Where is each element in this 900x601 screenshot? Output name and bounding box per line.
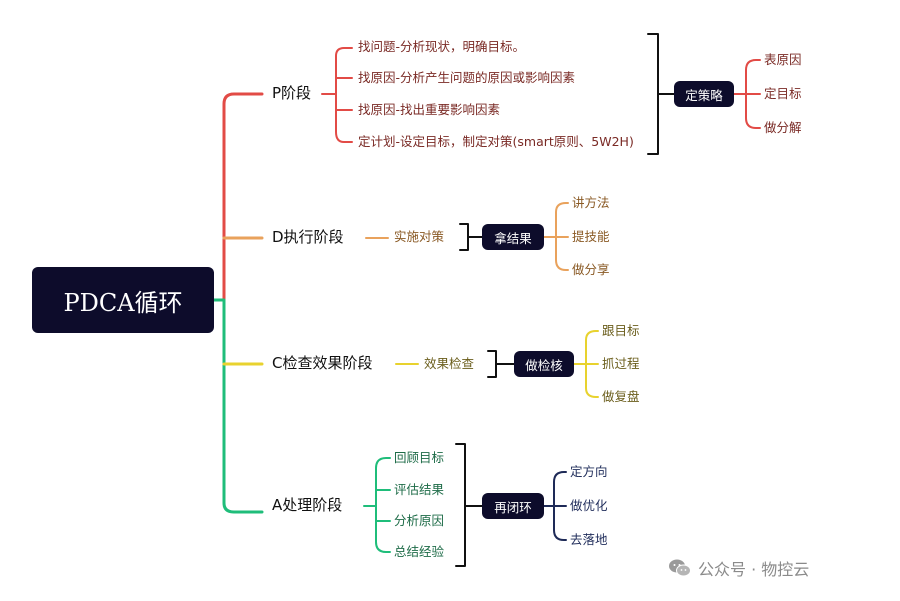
watermark-text: 公众号 · 物控云	[698, 560, 810, 579]
c-outcome: 抓过程	[602, 356, 640, 371]
wechat-icon	[669, 559, 691, 577]
a-item: 评估结果	[394, 482, 445, 497]
p-outcome-connector	[733, 59, 761, 129]
c-outcome-connector	[573, 330, 599, 398]
p-outcome: 做分解	[764, 120, 802, 135]
a-outcome: 去落地	[570, 532, 608, 547]
root-node: PDCA循环	[32, 267, 214, 333]
p-outcome: 定目标	[764, 86, 802, 101]
a-bracket	[455, 443, 483, 567]
trunk-p	[212, 92, 264, 302]
d-item: 实施对策	[394, 229, 445, 244]
c-outcome: 做复盘	[602, 389, 640, 404]
a-closeloop-node: 再闭环	[482, 493, 544, 519]
trunk-c	[212, 298, 264, 514]
p-item: 定计划-设定目标，制定对策(smart原则、5W2H)	[358, 134, 634, 149]
a-item: 总结经验	[394, 544, 445, 559]
d-result-node: 拿结果	[482, 224, 544, 250]
p-item: 找原因-找出重要影响因素	[358, 102, 501, 117]
stage-p-title: P阶段	[272, 84, 312, 102]
a-outcome: 做优化	[570, 498, 608, 513]
stage-c-title: C检查效果阶段	[272, 354, 373, 372]
a-item: 分析原因	[394, 513, 445, 528]
p-outcome: 表原因	[764, 52, 802, 67]
stage-d-title: D执行阶段	[272, 228, 344, 246]
d-outcome: 讲方法	[572, 195, 610, 210]
c-check-node: 做检核	[514, 351, 574, 377]
c-bracket	[487, 350, 515, 378]
c-outcome: 跟目标	[602, 323, 640, 338]
p-item: 找问题-分析现状，明确目标。	[358, 39, 526, 54]
p-item: 找原因-分析产生问题的原因或影响因素	[358, 70, 576, 85]
d-outcome: 提技能	[572, 229, 610, 244]
d-bracket	[459, 223, 483, 251]
d-outcome: 做分享	[572, 262, 610, 277]
a-outcome-connector	[543, 471, 567, 541]
p-strategy-node: 定策略	[674, 81, 734, 107]
a-outcome: 定方向	[570, 464, 608, 479]
c-item: 效果检查	[424, 356, 475, 371]
watermark: 公众号 · 物控云	[668, 556, 809, 580]
a-item-connector	[363, 457, 391, 553]
stage-a-title: A处理阶段	[272, 496, 343, 514]
p-bracket	[647, 33, 675, 155]
p-item-connector	[321, 47, 353, 143]
d-outcome-connector	[543, 202, 569, 271]
a-item: 回顾目标	[394, 450, 445, 465]
